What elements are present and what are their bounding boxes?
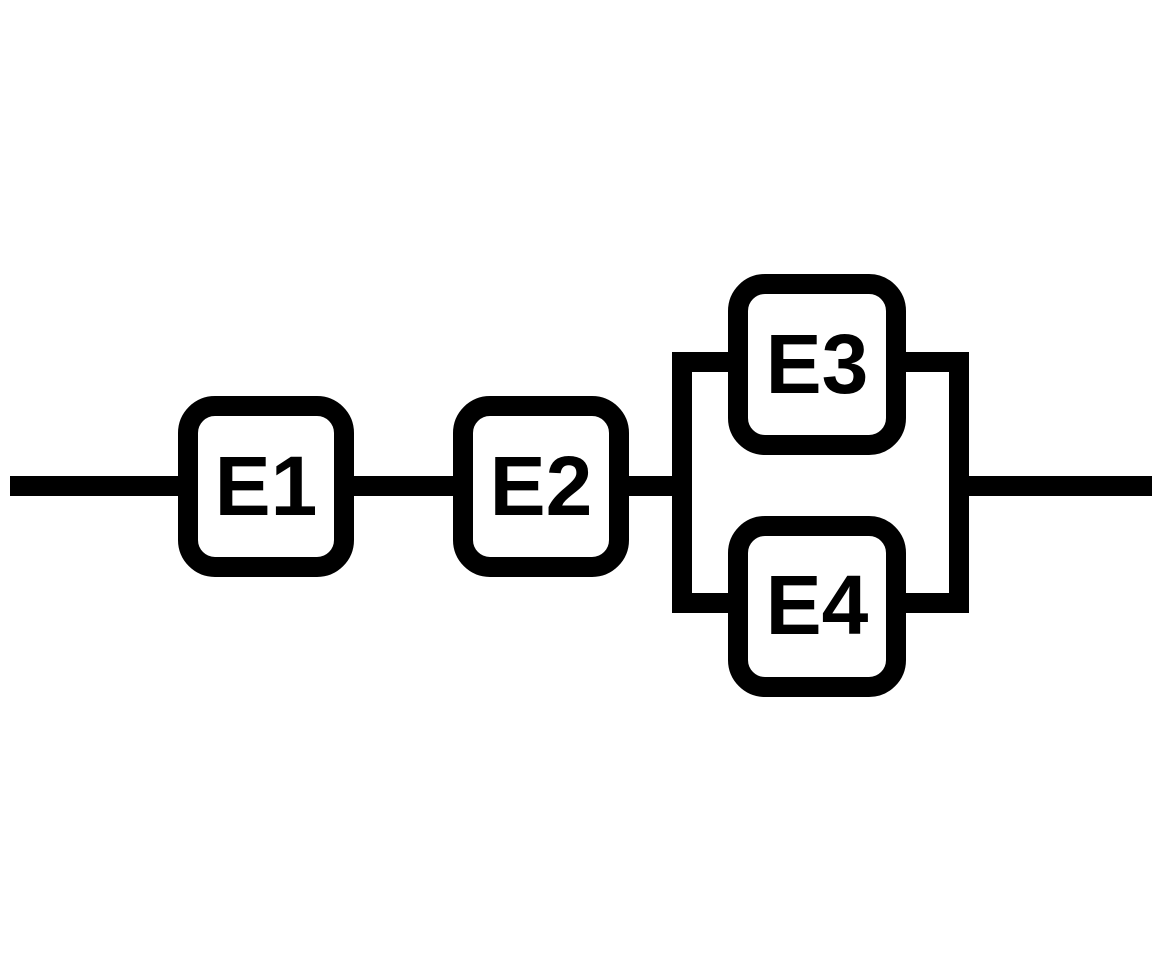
block-e2: E2 [453, 396, 629, 577]
block-e3: E3 [728, 274, 906, 455]
block-e4-box [728, 516, 906, 697]
block-e4-label: E4 [766, 558, 869, 652]
block-e2-label: E2 [490, 439, 593, 533]
block-e3-label: E3 [766, 317, 869, 411]
block-e2-box [453, 396, 629, 577]
block-e1-label: E1 [215, 439, 318, 533]
block-e4: E4 [728, 516, 906, 697]
split-branch-line [672, 352, 738, 613]
block-e1: E1 [178, 396, 354, 577]
block-e3-box [728, 274, 906, 455]
block-e1-box [178, 396, 354, 577]
